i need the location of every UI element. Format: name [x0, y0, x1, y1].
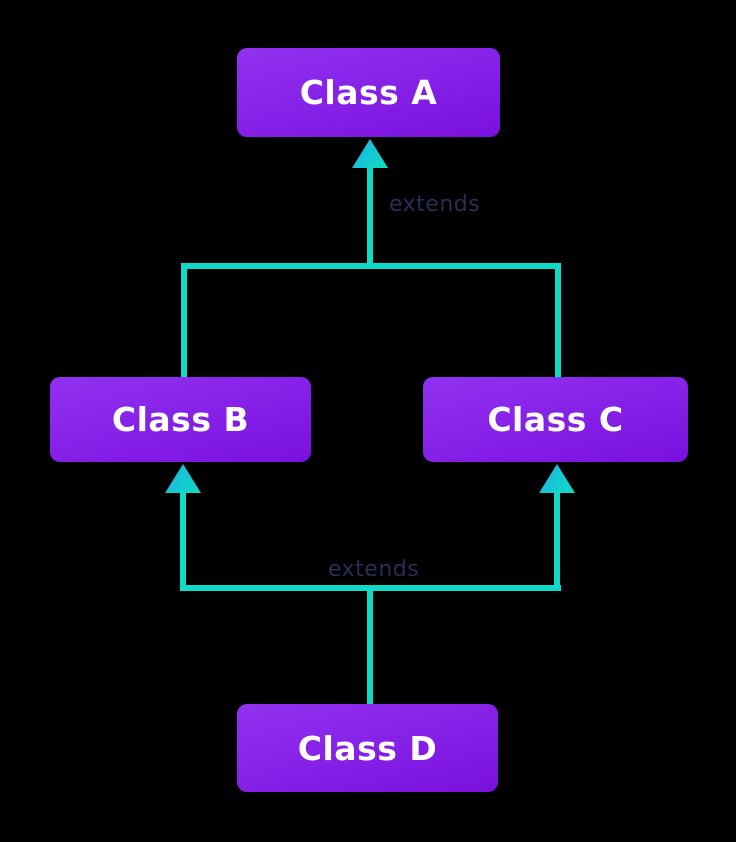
node-class-d-label: Class D: [297, 728, 438, 768]
edge-vertical-to-class-b: [181, 263, 187, 377]
edge-stem-to-class-a: [367, 166, 373, 269]
node-class-d: Class D: [237, 704, 498, 792]
node-class-c-label: Class C: [487, 400, 624, 439]
edge-vertical-from-d-to-b: [180, 491, 186, 591]
edge-label-extends-upper: extends: [389, 192, 481, 217]
node-class-a-label: Class A: [299, 73, 438, 112]
edge-label-extends-lower: extends: [328, 557, 420, 582]
node-class-a: Class A: [237, 48, 500, 137]
arrowhead-up-to-class-c: [539, 464, 575, 493]
edge-stem-from-class-d: [367, 588, 373, 704]
arrowhead-up-to-class-a: [352, 139, 388, 168]
node-class-b-label: Class B: [111, 400, 250, 439]
arrowhead-up-to-class-b: [165, 464, 201, 493]
edge-vertical-from-d-to-c: [554, 491, 560, 591]
edge-vertical-to-class-c: [555, 263, 561, 377]
edge-horizontal-upper: [181, 263, 561, 269]
node-class-c: Class C: [423, 377, 688, 462]
node-class-b: Class B: [50, 377, 311, 462]
